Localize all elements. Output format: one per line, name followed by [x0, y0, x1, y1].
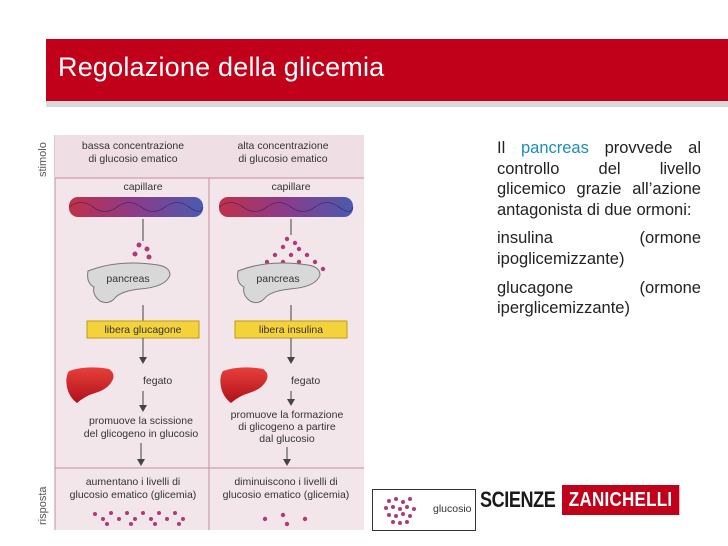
right-liver-label: fegato [291, 375, 320, 387]
right-liver-icon [220, 367, 268, 403]
paragraph-pancreas: Il pancreas provvede al controllo del li… [497, 139, 701, 219]
left-capillary-icon [68, 197, 204, 217]
right-effect-line-3: dal glucosio [259, 433, 315, 445]
right-pancreas-icon [237, 262, 321, 304]
pancreas-highlight: pancreas [520, 139, 589, 157]
left-glucose-dots [132, 242, 152, 260]
right-capillary-icon [218, 197, 354, 217]
left-response-line-2: glucosio ematico (glicemia) [70, 489, 197, 501]
slide-title: Regolazione della glicemia [58, 52, 385, 82]
glucose-legend: glucosio [372, 489, 476, 531]
left-stimulus-line-1: bassa concentrazione [82, 140, 184, 152]
brand-zanichelli: ZANICHELLI [562, 485, 680, 515]
right-effect-line-1: promuove la formazione [231, 409, 344, 421]
right-response-line-1: diminuiscono i livelli di [234, 476, 337, 488]
glucose-legend-label: glucosio [433, 503, 472, 515]
right-effect-line-2: di glicogeno a partire [238, 421, 336, 433]
right-pancreas-label: pancreas [256, 273, 299, 285]
glycemia-diagram: stimolo risposta bassa concentrazione di… [37, 135, 364, 530]
brand-scienze: SCIENZE [480, 487, 556, 512]
row-label-risposta: risposta [37, 486, 49, 525]
left-stimulus-line-2: di glucosio ematico [88, 153, 177, 165]
body-text: Il pancreas provvede al controllo del li… [497, 138, 701, 327]
paragraph-glucagone: glucagone (ormone iperglicemizzante) [497, 278, 701, 318]
left-capillary-label: capillare [123, 181, 162, 193]
title-bar: Regolazione della glicemia [46, 39, 728, 107]
left-response-line-1: aumentano i livelli di [86, 476, 181, 488]
left-response-dots [93, 511, 185, 526]
right-action-label: libera insulina [259, 324, 323, 336]
publisher-logo: SCIENZE ZANICHELLI [480, 485, 700, 515]
row-label-stimolo: stimolo [37, 142, 49, 177]
left-pancreas-label: pancreas [106, 273, 149, 285]
right-stimulus-line-1: alta concentrazione [237, 140, 328, 152]
left-action-label: libera glucagone [104, 324, 181, 336]
glucose-legend-icon [384, 497, 416, 525]
right-glucose-dots [256, 236, 326, 272]
right-capillary-label: capillare [271, 181, 310, 193]
right-response-line-2: glucosio ematico (glicemia) [223, 489, 350, 501]
right-stimulus-line-2: di glucosio ematico [238, 153, 327, 165]
left-effect-line-1: promuove la scissione [89, 415, 193, 427]
left-liver-icon [66, 367, 114, 403]
left-liver-label: fegato [143, 375, 172, 387]
right-response-dots [262, 512, 308, 527]
left-effect-line-2: del glicogeno in glucosio [84, 428, 199, 440]
paragraph-insulina: insulina (ormone ipoglicemizzante) [497, 229, 701, 268]
left-pancreas-icon [87, 262, 171, 304]
